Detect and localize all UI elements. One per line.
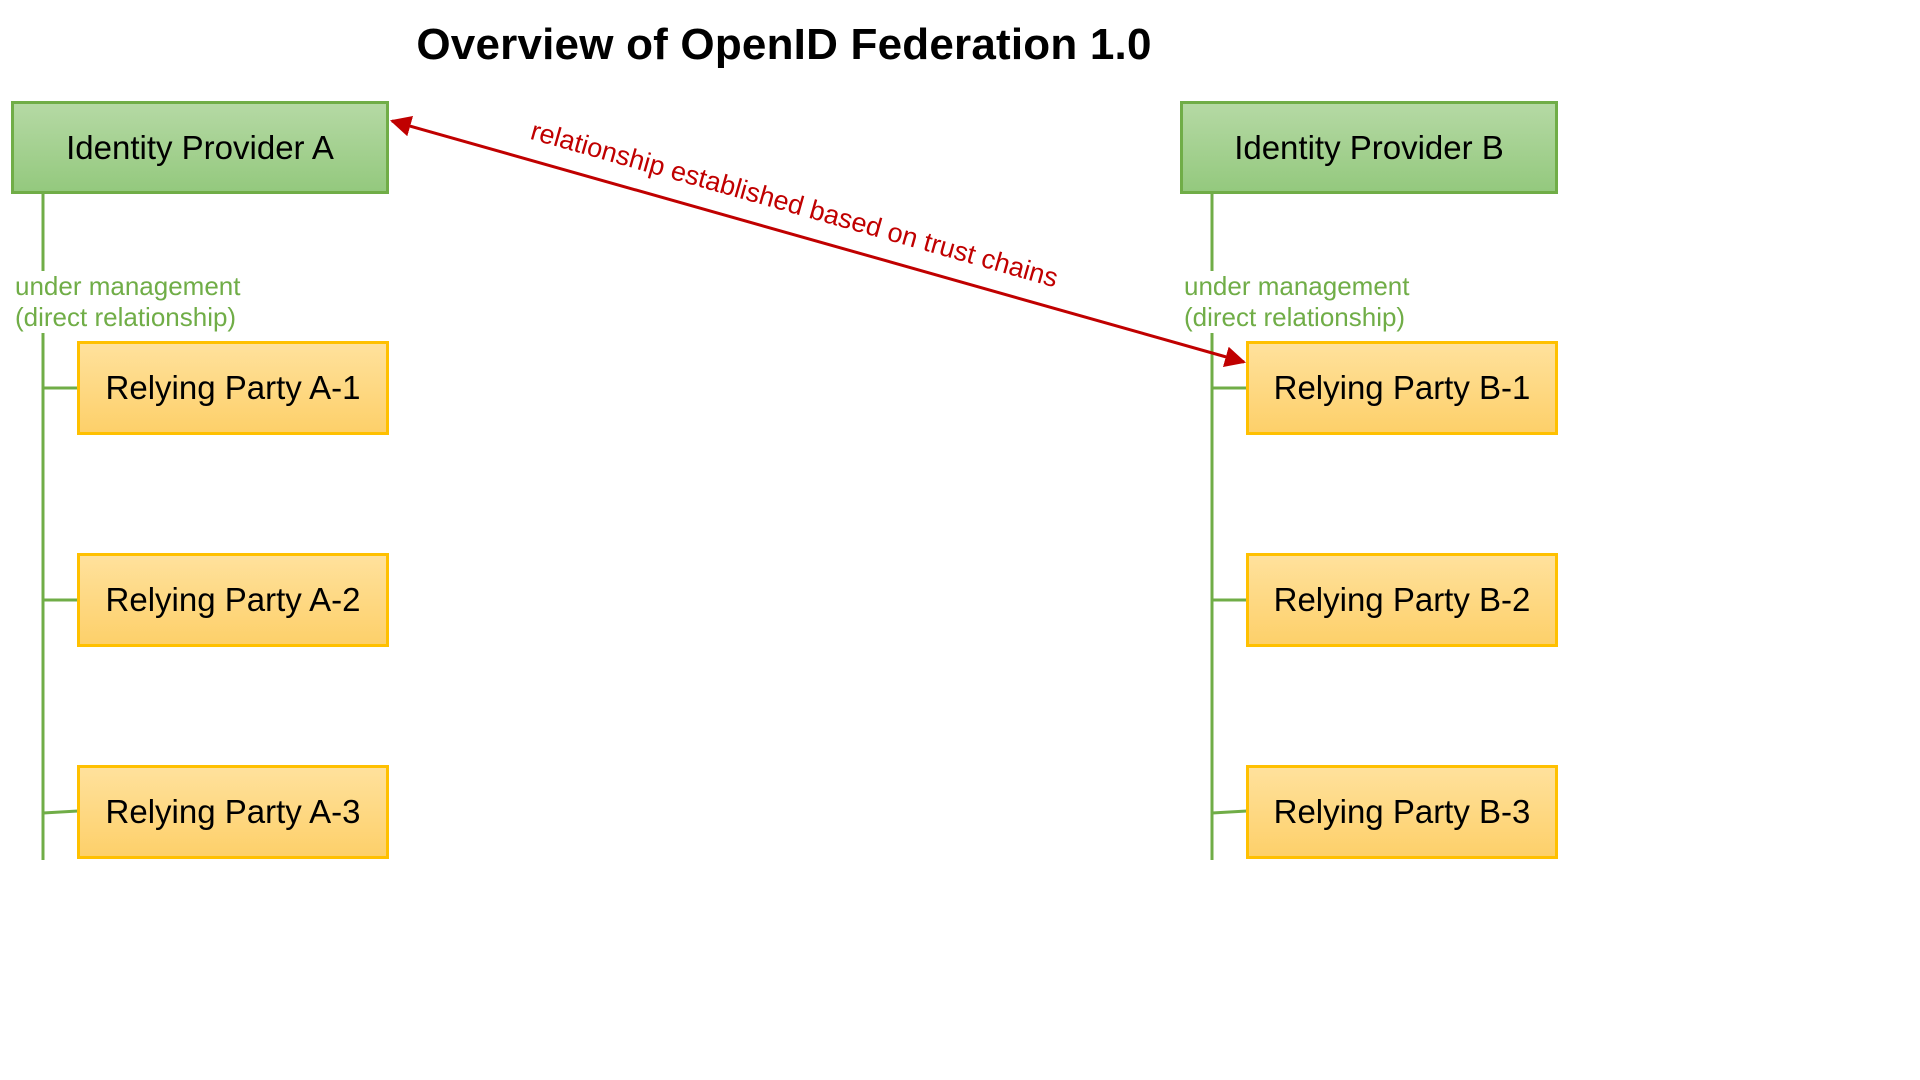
- trust-relationship-arrow: [389, 116, 1247, 367]
- relying-party-a2-label: Relying Party A-2: [105, 581, 361, 618]
- diagram-title: Overview of OpenID Federation 1.0: [416, 20, 1152, 69]
- relying-party-a2: Relying Party A-2: [77, 553, 389, 647]
- relying-party-b3: Relying Party B-3: [1246, 765, 1558, 859]
- relying-party-a3: Relying Party A-3: [77, 765, 389, 859]
- connector-lines: relationship established based on trust …: [41, 116, 1248, 860]
- management-label-b: under management (direct relationship): [1184, 271, 1414, 333]
- relying-party-a3-label: Relying Party A-3: [105, 793, 361, 830]
- relying-party-b1-label: Relying Party B-1: [1273, 369, 1531, 406]
- relying-party-b3-label: Relying Party B-3: [1273, 793, 1531, 830]
- identity-provider-a-label: Identity Provider A: [66, 128, 334, 166]
- management-label-a: under management (direct relationship): [15, 271, 245, 333]
- management-label-b-line1: under management: [1184, 271, 1410, 301]
- relying-party-b2-label: Relying Party B-2: [1273, 581, 1531, 618]
- management-label-a-line2: (direct relationship): [15, 302, 237, 332]
- management-label-a-line1: under management: [15, 271, 241, 301]
- management-branch-a3: [42, 809, 79, 815]
- relying-party-b1: Relying Party B-1: [1246, 341, 1558, 435]
- relying-party-b2: Relying Party B-2: [1246, 553, 1558, 647]
- identity-provider-b-label: Identity Provider B: [1234, 128, 1504, 166]
- relying-party-a1-label: Relying Party A-1: [105, 369, 361, 406]
- trust-relationship-label: relationship established based on trust …: [528, 116, 1062, 294]
- management-label-b-line2: (direct relationship): [1184, 302, 1406, 332]
- relying-party-a1: Relying Party A-1: [77, 341, 389, 435]
- management-branch-b3: [1211, 809, 1248, 815]
- identity-provider-a: Identity Provider A: [11, 101, 389, 194]
- identity-provider-b: Identity Provider B: [1180, 101, 1558, 194]
